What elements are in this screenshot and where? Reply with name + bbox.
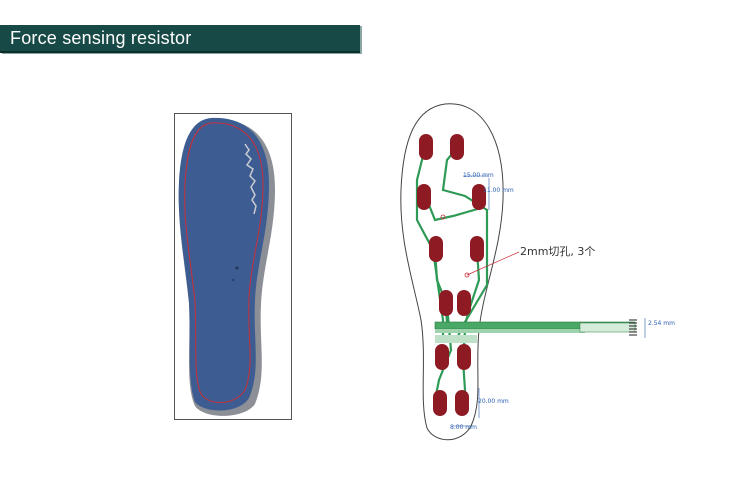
dimension-label: 11.00 mm (483, 187, 514, 194)
dimension-label: 2.54 mm (648, 320, 675, 327)
insole-photo (174, 113, 292, 420)
dimension-label: 8.00 mm (450, 424, 477, 431)
dimension-label: 15.00 mm (463, 172, 494, 179)
hole-annotation: 2mm切孔, 3个 (520, 245, 596, 258)
page-title: Force sensing resistor (10, 28, 192, 48)
insole-photo-image (178, 117, 275, 416)
fsr-layout-drawing (400, 103, 646, 441)
dimension-label: 20.00 mm (478, 398, 509, 405)
fsr-insole-diagram (395, 100, 665, 445)
header-bar: Force sensing resistor (0, 25, 360, 53)
